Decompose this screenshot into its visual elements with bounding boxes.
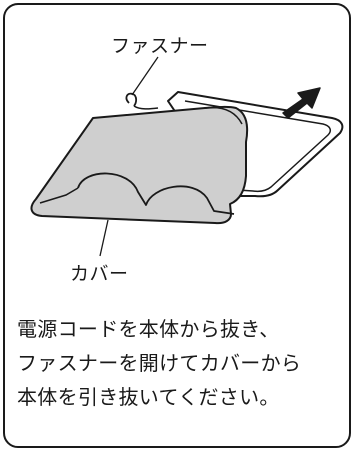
cover-label: カバー <box>70 263 129 285</box>
instruction-panel <box>3 3 351 448</box>
fastener-leader-line <box>131 56 159 96</box>
instruction-line: 電源コードを本体から抜き、 <box>17 317 280 341</box>
fastener-pull <box>125 92 159 110</box>
cover-leader-line <box>99 219 109 257</box>
instruction-text: 電源コードを本体から抜き、 ファスナーを開けてカバーから 本体を引き抜いてくださ… <box>17 312 347 414</box>
cover-removal-illustration <box>30 56 344 257</box>
fastener-label: ファスナー <box>111 35 209 57</box>
cover <box>30 105 249 225</box>
instruction-line: 本体を引き抜いてください。 <box>17 385 280 409</box>
instruction-line: ファスナーを開けてカバーから <box>17 351 302 375</box>
arrow-up-right-icon <box>282 87 321 119</box>
